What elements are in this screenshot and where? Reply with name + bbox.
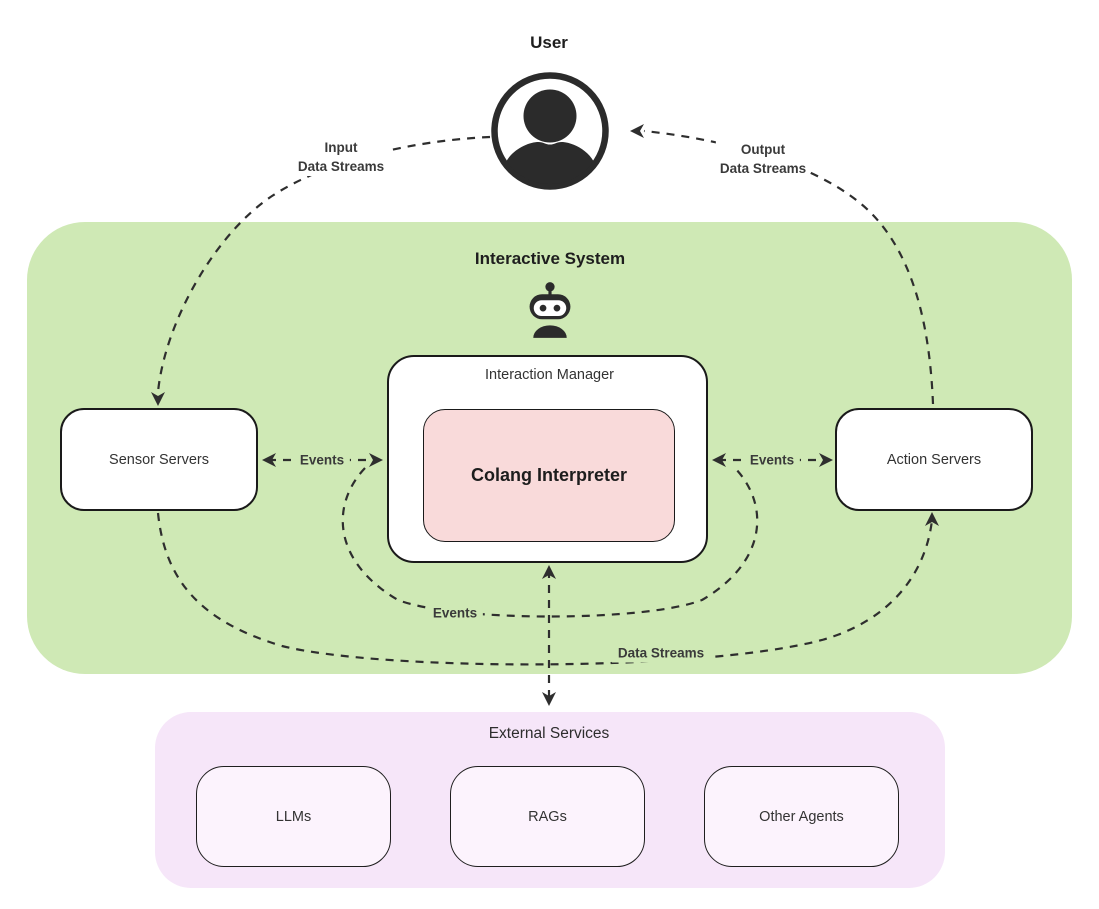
data-streams-bottom-label: Data Streams (611, 643, 711, 663)
input-data-streams-label: Input Data Streams (293, 138, 389, 176)
rags-label: RAGs (528, 808, 567, 825)
arrowhead-into-user-right (630, 124, 644, 138)
sensor-servers-label: Sensor Servers (109, 451, 209, 468)
sensor-servers-box: Sensor Servers (60, 408, 258, 511)
colang-interpreter-label: Colang Interpreter (470, 465, 628, 485)
action-servers-label: Action Servers (886, 451, 982, 468)
arrowhead-into-external-top (542, 692, 556, 706)
other-agents-label: Other Agents (759, 808, 844, 825)
external-services-title: External Services (488, 725, 610, 742)
input-label-line2: Data Streams (297, 159, 385, 174)
events-bottom-label: Events (426, 603, 484, 623)
interaction-manager-label: Interaction Manager (485, 367, 614, 383)
user-title: User (530, 33, 568, 52)
other-agents-box: Other Agents (704, 766, 899, 867)
events-left-label: Events (293, 450, 351, 470)
robot-icon (524, 282, 576, 338)
interactive-system-title: Interactive System (474, 249, 626, 268)
llms-label: LLMs (275, 808, 312, 825)
user-icon (490, 71, 610, 191)
events-right-label: Events (743, 450, 801, 470)
action-servers-box: Action Servers (835, 408, 1033, 511)
output-label-line1: Output (740, 142, 786, 157)
colang-interpreter-box: Colang Interpreter (423, 409, 675, 542)
output-label-line2: Data Streams (719, 161, 807, 176)
input-label-line1: Input (324, 140, 358, 155)
rags-box: RAGs (450, 766, 645, 867)
llms-box: LLMs (196, 766, 391, 867)
output-data-streams-label: Output Data Streams (715, 140, 811, 178)
interaction-manager-box: Colang Interpreter (387, 355, 708, 563)
